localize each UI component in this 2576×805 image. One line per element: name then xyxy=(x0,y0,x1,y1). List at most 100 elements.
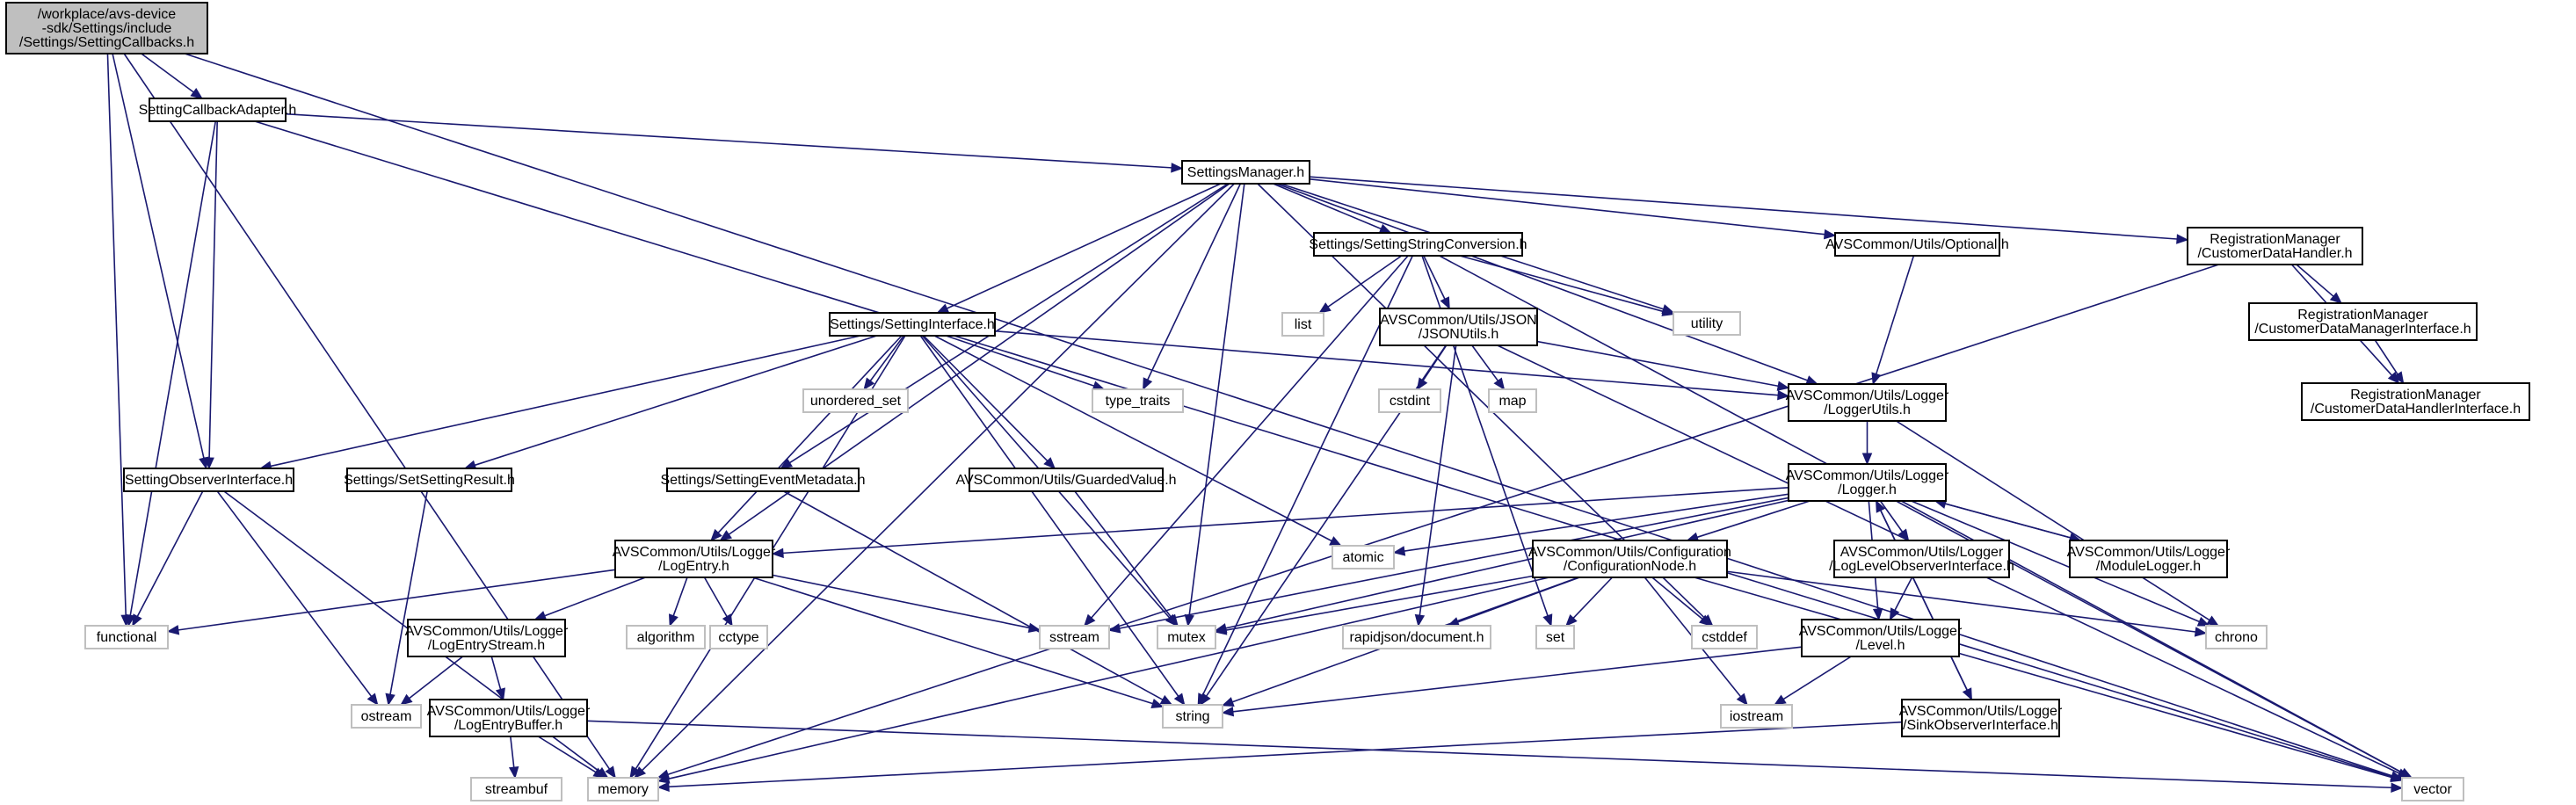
node-string[interactable]: string xyxy=(1162,704,1223,729)
edge-log_entry_stream-to-ostream xyxy=(409,656,464,700)
arrowhead-logger-to-atomic xyxy=(1392,546,1406,556)
arrowhead-log_entry_buffer-to-vector xyxy=(2391,782,2404,793)
node-settings-manager[interactable]: SettingsManager.h xyxy=(1181,160,1310,185)
node-label: /CustomerDataHandlerInterface.h xyxy=(2311,402,2521,417)
arrowhead-settings_manager-to-type_traits xyxy=(1143,377,1153,391)
node-functional[interactable]: functional xyxy=(84,625,169,649)
node-root[interactable]: /workplace/avs-device-sdk/Settings/inclu… xyxy=(5,2,208,54)
node-box xyxy=(1313,232,1523,257)
node-streambuf[interactable]: streambuf xyxy=(470,777,562,801)
arrowhead-root-to-setting_callback_adapter xyxy=(190,87,203,99)
node-label: Settings/SettingInterface.h xyxy=(830,317,995,332)
node-label: AVSCommon/Utils/Logger xyxy=(1786,468,1949,483)
node-log-level-observer-interface[interactable]: AVSCommon/Utils/Logger/LogLevelObserverI… xyxy=(1829,540,2014,578)
node-logger-utils[interactable]: AVSCommon/Utils/Logger/LoggerUtils.h xyxy=(1786,383,1949,422)
node-setting-observer-interface[interactable]: SettingObserverInterface.h xyxy=(123,468,294,492)
edge-setting_interface-to-setting_observer_interface xyxy=(270,335,861,468)
edge-log_entry_buffer-to-memory xyxy=(537,736,597,773)
node-list[interactable]: list xyxy=(1281,312,1324,337)
node-mutex[interactable]: mutex xyxy=(1157,625,1216,649)
edge-setting_callback_adapter-to-vector xyxy=(254,120,2392,778)
node-type-traits[interactable]: type_traits xyxy=(1092,388,1184,413)
arrowhead-setting_observer_interface-to-functional xyxy=(132,613,142,627)
node-configuration-node[interactable]: AVSCommon/Utils/Configuration/Configurat… xyxy=(1528,540,1731,578)
edge-customer_data_handler-to-customer_data_manager_interface xyxy=(2296,264,2334,297)
node-set-setting-result[interactable]: Settings/SetSettingResult.h xyxy=(344,468,515,492)
node-atomic[interactable]: atomic xyxy=(1332,545,1395,569)
node-label: AVSCommon/Utils/GuardedValue.h xyxy=(955,473,1176,488)
node-customer-data-handler-interface[interactable]: RegistrationManager/CustomerDataHandlerI… xyxy=(2301,382,2530,421)
node-unordered-set[interactable]: unordered_set xyxy=(802,388,909,413)
edge-logger-to-chrono xyxy=(1911,500,2200,623)
arrowhead-level-to-iostream xyxy=(1773,694,1787,706)
edge-setting_callback_adapter-to-setting_observer_interface xyxy=(208,120,218,459)
edge-setting_string_conversion-to-utility xyxy=(1459,255,1664,313)
node-box xyxy=(470,777,562,801)
node-optional[interactable]: AVSCommon/Utils/Optional.h xyxy=(1825,232,2009,257)
edge-logger-to-configuration_node xyxy=(1696,500,1810,539)
node-module-logger[interactable]: AVSCommon/Utils/Logger/ModuleLogger.h xyxy=(2067,540,2231,578)
node-log-entry-buffer[interactable]: AVSCommon/Utils/Logger/LogEntryBuffer.h xyxy=(427,699,591,737)
node-box xyxy=(351,704,422,729)
node-cctype[interactable]: cctype xyxy=(709,625,768,649)
edge-setting_string_conversion-to-sstream xyxy=(1091,255,1409,619)
node-guarded-value[interactable]: AVSCommon/Utils/GuardedValue.h xyxy=(955,468,1177,492)
edge-setting_string_conversion-to-list xyxy=(1327,255,1403,308)
arrowhead-configuration_node-to-chrono xyxy=(2194,627,2208,637)
edge-setting_interface-to-atomic xyxy=(933,335,1332,542)
edge-setting_interface-to-set_setting_result xyxy=(475,335,877,467)
edge-log_entry_buffer-to-vector xyxy=(586,720,2392,789)
node-setting-callback-adapter[interactable]: SettingCallbackAdapter.h xyxy=(139,98,297,122)
edge-log_entry-to-sstream xyxy=(772,574,1030,629)
node-set[interactable]: set xyxy=(1535,625,1575,649)
arrowhead-logger_utils-to-chrono xyxy=(2206,615,2220,627)
node-box xyxy=(587,777,659,801)
edge-setting_event_metadata-to-string xyxy=(783,490,1164,700)
node-log-entry-stream[interactable]: AVSCommon/Utils/Logger/LogEntryStream.h xyxy=(405,619,569,657)
node-customer-data-manager-interface[interactable]: RegistrationManager/CustomerDataManagerI… xyxy=(2248,302,2478,341)
node-sstream[interactable]: sstream xyxy=(1039,625,1110,649)
node-json-utils[interactable]: AVSCommon/Utils/JSON/JSONUtils.h xyxy=(1379,308,1538,346)
node-map[interactable]: map xyxy=(1488,388,1537,413)
edge-configuration_node-to-vector xyxy=(1694,577,2392,779)
arrowhead-configuration_node-to-string xyxy=(1221,697,1235,707)
arrowhead-sink_observer_interface-to-logger xyxy=(1876,499,1886,513)
arrowhead-log_entry_stream-to-log_entry_buffer xyxy=(495,687,505,701)
arrowhead-setting_callback_adapter-to-settings_manager xyxy=(1171,163,1184,173)
node-cstdint[interactable]: cstdint xyxy=(1378,388,1441,413)
edge-logger-to-log_entry xyxy=(782,487,1789,555)
node-algorithm[interactable]: algorithm xyxy=(626,625,706,649)
node-box xyxy=(1092,388,1184,413)
node-setting-string-conversion[interactable]: Settings/SettingStringConversion.h xyxy=(1309,232,1527,257)
node-rapidjson-document[interactable]: rapidjson/document.h xyxy=(1342,625,1491,649)
node-label: AVSCommon/Utils/Logger xyxy=(1786,388,1949,403)
arrowhead-settings_manager-to-setting_interface xyxy=(936,303,950,314)
edge-setting_string_conversion-to-string xyxy=(1201,255,1414,696)
node-vector[interactable]: vector xyxy=(2401,777,2464,801)
arrowhead-log_entry_stream-to-ostream xyxy=(400,693,413,706)
node-setting-event-metadata[interactable]: Settings/SettingEventMetadata.h xyxy=(660,468,866,492)
node-level[interactable]: AVSCommon/Utils/Logger/Level.h xyxy=(1799,619,1963,657)
arrowhead-configuration_node-to-cstddef xyxy=(1699,614,1712,627)
node-chrono[interactable]: chrono xyxy=(2205,625,2268,649)
arrowhead-setting_string_conversion-to-set xyxy=(1542,613,1553,627)
node-utility[interactable]: utility xyxy=(1673,311,1741,336)
node-logger[interactable]: AVSCommon/Utils/Logger/Logger.h xyxy=(1786,463,1949,502)
node-setting-interface[interactable]: Settings/SettingInterface.h xyxy=(829,312,996,337)
node-box xyxy=(1801,619,1960,657)
node-cstddef[interactable]: cstddef xyxy=(1691,625,1758,649)
edge-setting_observer_interface-to-functional xyxy=(136,490,204,617)
node-memory[interactable]: memory xyxy=(587,777,659,801)
node-log-entry[interactable]: AVSCommon/Utils/Logger/LogEntry.h xyxy=(613,540,776,578)
node-box xyxy=(1673,311,1741,336)
node-box xyxy=(429,699,588,737)
node-ostream[interactable]: ostream xyxy=(351,704,422,729)
node-label: /workplace/avs-device xyxy=(38,7,177,22)
node-customer-data-handler[interactable]: RegistrationManager/CustomerDataHandler.… xyxy=(2187,227,2363,265)
node-label: AVSCommon/Utils/Configuration xyxy=(1528,545,1731,560)
arrowhead-setting_interface-to-atomic xyxy=(1329,536,1342,547)
node-label: AVSCommon/Utils/Optional.h xyxy=(1825,237,2009,252)
node-iostream[interactable]: iostream xyxy=(1720,704,1793,729)
node-sink-observer-interface[interactable]: AVSCommon/Utils/Logger/SinkObserverInter… xyxy=(1899,699,2063,737)
